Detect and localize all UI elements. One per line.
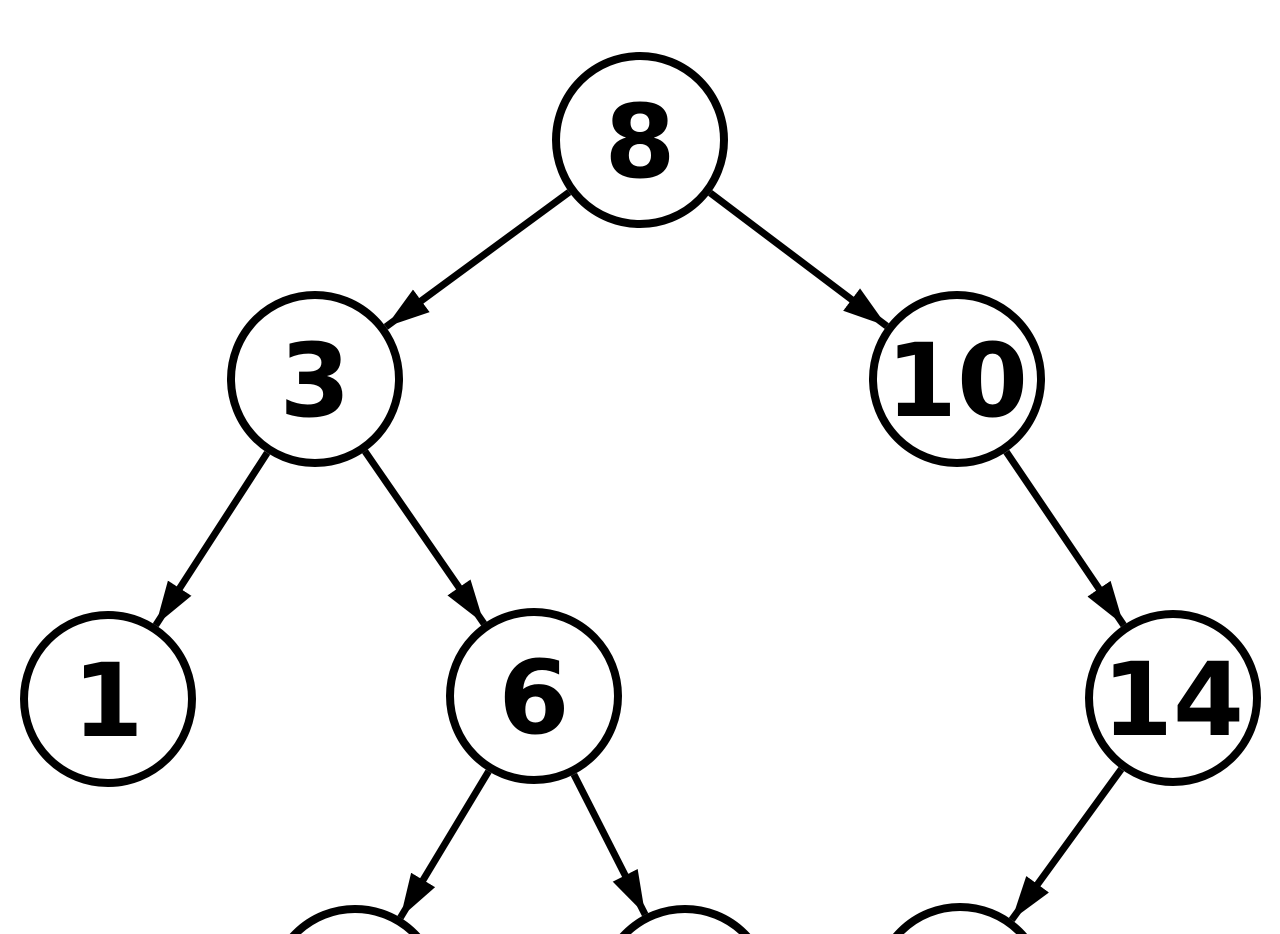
tree-node-n6-left bbox=[289, 905, 421, 934]
tree-node-n3: 3 bbox=[227, 291, 403, 467]
tree-edge-n3-n6 bbox=[362, 449, 487, 626]
node-circle bbox=[227, 291, 403, 467]
node-label: 8 bbox=[605, 83, 676, 202]
tree-edge-n14-n14-left bbox=[1008, 767, 1125, 922]
tree-edge-n10-n14 bbox=[1003, 449, 1127, 628]
node-label: 14 bbox=[1102, 641, 1244, 760]
node-circle bbox=[892, 903, 1028, 934]
tree-edge-n6-n6-left bbox=[397, 769, 492, 920]
node-circle bbox=[1085, 610, 1261, 786]
tree-node-n14: 14 bbox=[1085, 610, 1261, 786]
node-label: 10 bbox=[886, 322, 1028, 441]
node-label: 1 bbox=[73, 642, 144, 761]
tree-node-n10: 10 bbox=[869, 291, 1045, 467]
tree-edge-n8-n3 bbox=[383, 189, 572, 330]
node-circle bbox=[619, 905, 751, 934]
node-label: 3 bbox=[280, 322, 351, 441]
node-circle bbox=[289, 905, 421, 934]
node-circle bbox=[20, 611, 196, 787]
node-label: 6 bbox=[499, 639, 570, 758]
node-circle bbox=[552, 52, 728, 228]
node-circle bbox=[869, 291, 1045, 467]
tree-edge-n8-n10 bbox=[708, 190, 889, 329]
tree-node-n14-left bbox=[892, 903, 1028, 934]
tree-edge-n6-n6-right bbox=[570, 772, 649, 917]
tree-edge-n3-n1 bbox=[152, 450, 271, 628]
tree-node-n1: 1 bbox=[20, 611, 196, 787]
node-circle bbox=[446, 608, 622, 784]
tree-node-n8: 8 bbox=[552, 52, 728, 228]
tree-node-n6-right bbox=[619, 905, 751, 934]
tree-node-n6: 6 bbox=[446, 608, 622, 784]
